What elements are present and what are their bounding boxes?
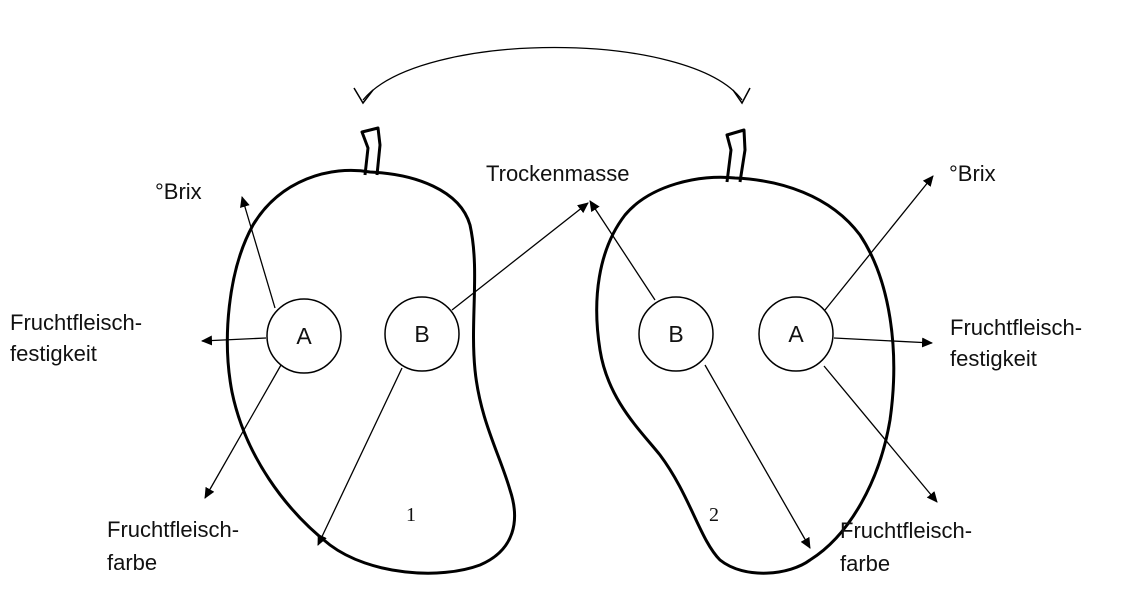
label-festigkeit-right-line1: Fruchtfleisch- bbox=[950, 315, 1082, 340]
position-circle-right-b: B bbox=[639, 297, 713, 371]
arrow-right-b-farbe bbox=[705, 365, 810, 548]
label-trockenmasse: Trockenmasse bbox=[486, 161, 629, 186]
position-label: B bbox=[668, 321, 683, 347]
label-farbe-left-line1: Fruchtfleisch- bbox=[107, 517, 239, 542]
position-circle-right-a: A bbox=[759, 297, 833, 371]
swap-arrowhead-right bbox=[733, 88, 750, 103]
label-brix-left: °Brix bbox=[155, 179, 202, 204]
label-brix-right: °Brix bbox=[949, 161, 996, 186]
fruit-number-2: 2 bbox=[709, 504, 719, 526]
fruit-number-1: 1 bbox=[406, 504, 416, 526]
label-festigkeit-left-line1: Fruchtfleisch- bbox=[10, 310, 142, 335]
arrow-right-a-farbe bbox=[824, 366, 937, 502]
arrow-left-a-festigkeit bbox=[202, 338, 266, 341]
position-circle-left-b: B bbox=[385, 297, 459, 371]
arrow-left-b-farbe bbox=[318, 368, 402, 545]
arrow-left-b-trockenmasse bbox=[452, 203, 588, 310]
swap-arrowhead-left bbox=[354, 88, 373, 103]
position-label: A bbox=[296, 323, 312, 349]
label-farbe-right-line2: farbe bbox=[840, 551, 890, 576]
label-festigkeit-left-line2: festigkeit bbox=[10, 341, 97, 366]
mango-fruit-2 bbox=[597, 130, 894, 573]
arrow-right-a-festigkeit bbox=[834, 338, 932, 343]
arrow-right-a-brix bbox=[825, 176, 933, 310]
swap-arrow bbox=[363, 48, 742, 101]
mango-stem-2 bbox=[727, 130, 745, 182]
arrow-left-a-brix bbox=[242, 197, 275, 308]
position-label: B bbox=[414, 321, 429, 347]
position-circle-left-a: A bbox=[267, 299, 341, 373]
position-label: A bbox=[788, 321, 804, 347]
label-farbe-right-line1: Fruchtfleisch- bbox=[840, 518, 972, 543]
mango-stem-1 bbox=[362, 128, 380, 175]
mango-outline-2 bbox=[597, 177, 894, 573]
label-farbe-left-line2: farbe bbox=[107, 550, 157, 575]
label-festigkeit-right-line2: festigkeit bbox=[950, 346, 1037, 371]
mango-outline-1 bbox=[227, 170, 514, 573]
